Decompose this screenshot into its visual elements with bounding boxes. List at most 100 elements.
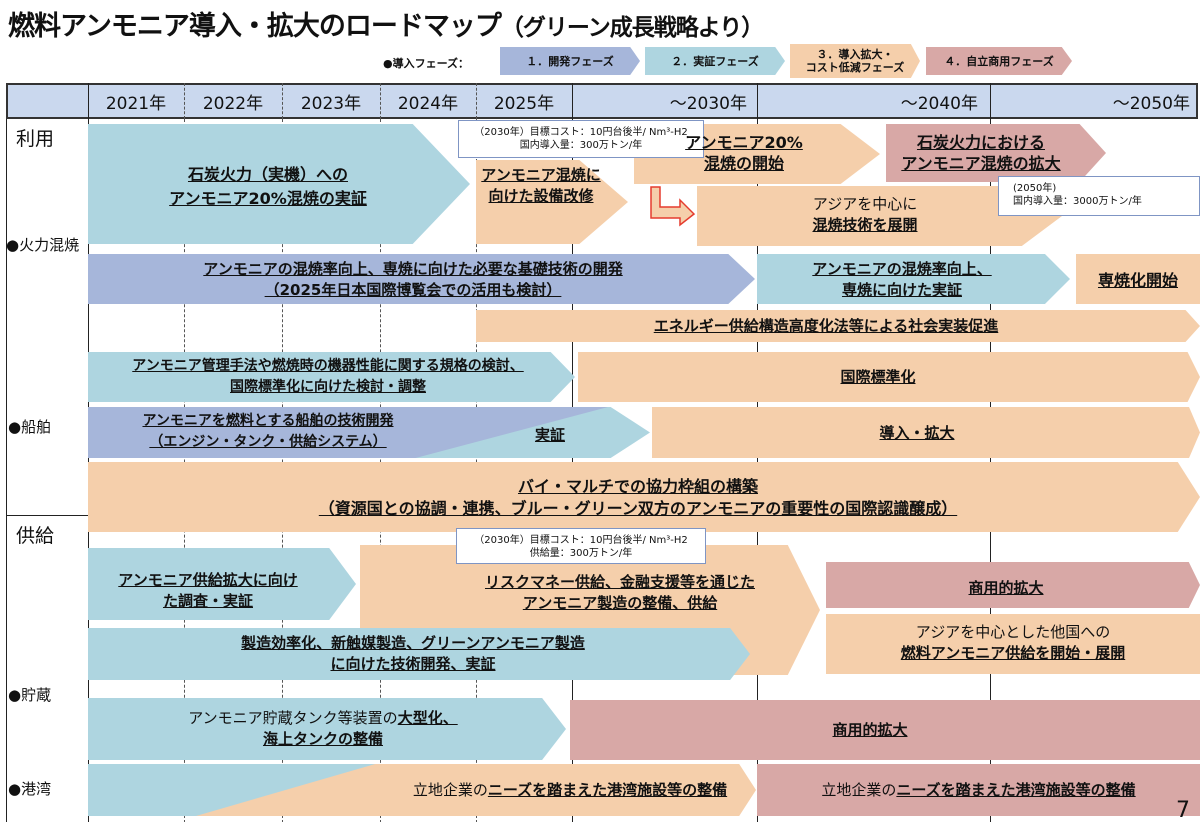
title-main: 燃料アンモニア導入・拡大のロードマップ <box>8 11 502 42</box>
text-line: 実証 <box>534 425 565 444</box>
text-supply-survey: アンモニア供給拡大に向けた調査・実証 <box>88 568 328 614</box>
text-line: アジアを中心とした他国への <box>915 623 1111 641</box>
text-line: アンモニアを燃料とする船舶の技術開発 <box>142 413 394 429</box>
text-expand: 石炭火力におけるアンモニア混焼の拡大 <box>886 130 1076 176</box>
bar-coal-demo <box>88 124 470 244</box>
text-line: エネルギー供給構造高度化法等による社会実装促進 <box>653 316 999 335</box>
text-line: アンモニア20% <box>685 133 803 152</box>
bar-port2 <box>757 764 1200 816</box>
text-line: アンモニア20%混焼の実証 <box>169 189 367 208</box>
text-line: 導入・拡大 <box>879 423 955 442</box>
year-2040: ～2040年 <box>900 93 978 114</box>
note-line: 供給量：300万トン/年 <box>529 548 633 559</box>
section-use: 利用 <box>16 128 55 150</box>
note-line: (2050年) <box>1013 183 1057 194</box>
red-bend-arrow-icon <box>650 186 696 227</box>
text-demo2: アンモニアの混焼率向上、専焼に向けた実証 <box>757 258 1047 302</box>
text-line: （2025年日本国際博覧会での活用も検討） <box>264 281 562 299</box>
text-asia: アジアを中心に混焼技術を展開 <box>740 190 990 240</box>
timeline-header <box>6 83 1198 119</box>
grid-line <box>476 83 477 119</box>
legend-phase-1: １．開発フェーズ <box>500 47 640 75</box>
bar-asia-supply <box>826 614 1200 674</box>
text-line: 立地企業の <box>821 780 897 799</box>
year-2030: ～2030年 <box>669 93 747 114</box>
text-riskmoney: リスクマネー供給、金融支援等を通じたアンモニア製造の整備、供給 <box>440 570 800 616</box>
text-line: に向けた技術開発、実証 <box>330 655 496 673</box>
bar-intl-std <box>578 352 1200 402</box>
text-line: アジアを中心に <box>812 195 918 213</box>
text-energy-law: エネルギー供給構造高度化法等による社会実装促進 <box>476 312 1176 340</box>
note-2030-supply: （2030年）目標コスト：10円台後半/ Nm³-H2 供給量：300万トン/年 <box>456 528 706 564</box>
text-line: アンモニア管理手法や燃焼時の機器性能に関する規格の検討、 <box>132 358 524 374</box>
section-port: ●港湾 <box>8 780 52 798</box>
year-2023: 2023年 <box>300 93 362 114</box>
year-2022: 2022年 <box>202 93 264 114</box>
text-intl-std: 国際標準化 <box>578 354 1178 400</box>
text-line: た調査・実証 <box>162 592 253 610</box>
text-line: アンモニア供給拡大に向け <box>118 571 298 589</box>
bar-expand <box>886 124 1106 182</box>
text-storage: アンモニア貯蔵タンク等装置の大型化、海上タンクの整備 <box>88 706 558 752</box>
text-asia-supply: アジアを中心とした他国への燃料アンモニア供給を開始・展開 <box>826 618 1200 668</box>
note-line: （2030年）目標コスト：10円台後半/ Nm³-H2 <box>474 535 688 546</box>
legend-label: ●導入フェーズ： <box>383 57 470 70</box>
text-line: （資源国との協調・連携、ブルー・グリーン双方のアンモニアの重要性の国際認識醸成） <box>318 499 958 518</box>
text-coop: バイ・マルチでの協力枠組の構築 （資源国との協調・連携、ブルー・グリーン双方のアン… <box>88 474 1188 522</box>
text-line: アンモニア混焼に <box>481 166 601 184</box>
text-coal-demo: 石炭火力（実機）へのアンモニア20%混焼の実証 <box>88 150 448 224</box>
page-number: 7 <box>1176 798 1190 822</box>
left-border <box>6 119 7 822</box>
text-commercial-2: 商用的拡大 <box>570 702 1170 758</box>
text-line: 混焼技術を展開 <box>812 216 918 234</box>
text-mono: 専焼化開始 <box>1076 258 1200 302</box>
text-commercial-1: 商用的拡大 <box>826 568 1186 608</box>
text-line: ニーズを踏まえた港湾施設等の整備 <box>896 780 1136 799</box>
text-retrofit: アンモニア混焼に向けた設備改修 <box>476 164 606 208</box>
bar-ship-intro <box>652 407 1200 458</box>
text-line: アンモニア混焼の拡大 <box>901 154 1061 173</box>
bar-commercial-1 <box>826 562 1200 608</box>
grid-line <box>380 83 381 119</box>
text-line: 燃料アンモニア供給を開始・展開 <box>900 644 1126 662</box>
legend-phase-4: ４．自立商用フェーズ <box>926 47 1072 75</box>
section-thermal: ●火力混焼 <box>6 236 80 254</box>
bar-efficiency <box>88 628 750 680</box>
title-sub: （グリーン成長戦略より） <box>500 15 764 41</box>
bar-supply-survey <box>88 548 356 620</box>
phase-3-line1: ３．導入拡大・ <box>816 48 894 61</box>
text-line: アンモニアの混焼率向上、専焼に向けた必要な基礎技術の開発 <box>203 260 623 278</box>
text-line: 商用的拡大 <box>968 578 1044 597</box>
text-line: 立地企業の <box>412 780 488 799</box>
text-line: 商用的拡大 <box>832 720 908 739</box>
grid-line <box>184 83 185 119</box>
note-line: 国内導入量：3000万トン/年 <box>1013 196 1142 207</box>
bar-coop <box>88 462 1200 532</box>
text-line: 石炭火力（実機）への <box>187 165 348 184</box>
text-port1: 立地企業のニーズを踏まえた港湾施設等の整備 <box>330 766 810 814</box>
note-line: （2030年）目標コスト：10円台後半/ Nm³-H2 <box>474 127 688 138</box>
note-2050: (2050年) 国内導入量：3000万トン/年 <box>998 176 1200 216</box>
year-2021: 2021年 <box>105 93 167 114</box>
text-line: 製造効率化、新触媒製造、グリーンアンモニア製造 <box>241 634 585 652</box>
text-line: アンモニアの混焼率向上、 <box>812 260 992 278</box>
section-storage: ●貯蔵 <box>8 686 52 704</box>
legend-phase-3: ３．導入拡大・コスト低減フェーズ <box>790 44 920 78</box>
text-standards: アンモニア管理手法や燃焼時の機器性能に関する規格の検討、国際標準化に向けた検討・… <box>88 354 568 400</box>
year-2024: 2024年 <box>397 93 459 114</box>
text-line: バイ・マルチでの協力枠組の構築 <box>517 477 758 496</box>
bar-storage <box>88 698 566 760</box>
text-line: 専焼化開始 <box>1097 270 1178 290</box>
note-line: 国内導入量：300万トン/年 <box>519 140 643 151</box>
grid-line <box>282 83 283 119</box>
bar-basic-tech <box>88 254 755 304</box>
legend-phase-2: ２．実証フェーズ <box>645 47 785 75</box>
text-ship-dev: アンモニアを燃料とする船舶の技術開発（エンジン・タンク・供給システム） <box>88 410 448 454</box>
text-line: 専焼に向けた実証 <box>841 281 962 299</box>
text-line: ニーズを踏まえた港湾施設等の整備 <box>487 780 728 799</box>
text-line: アンモニア製造の整備、供給 <box>522 594 718 612</box>
text-line: リスクマネー供給、金融支援等を通じた <box>484 573 755 591</box>
text-port2: 立地企業のニーズを踏まえた港湾施設等の整備 <box>757 766 1200 814</box>
text-line: 大型化、 <box>397 709 458 727</box>
text-start-20: アンモニア20%混焼の開始 <box>634 130 854 176</box>
